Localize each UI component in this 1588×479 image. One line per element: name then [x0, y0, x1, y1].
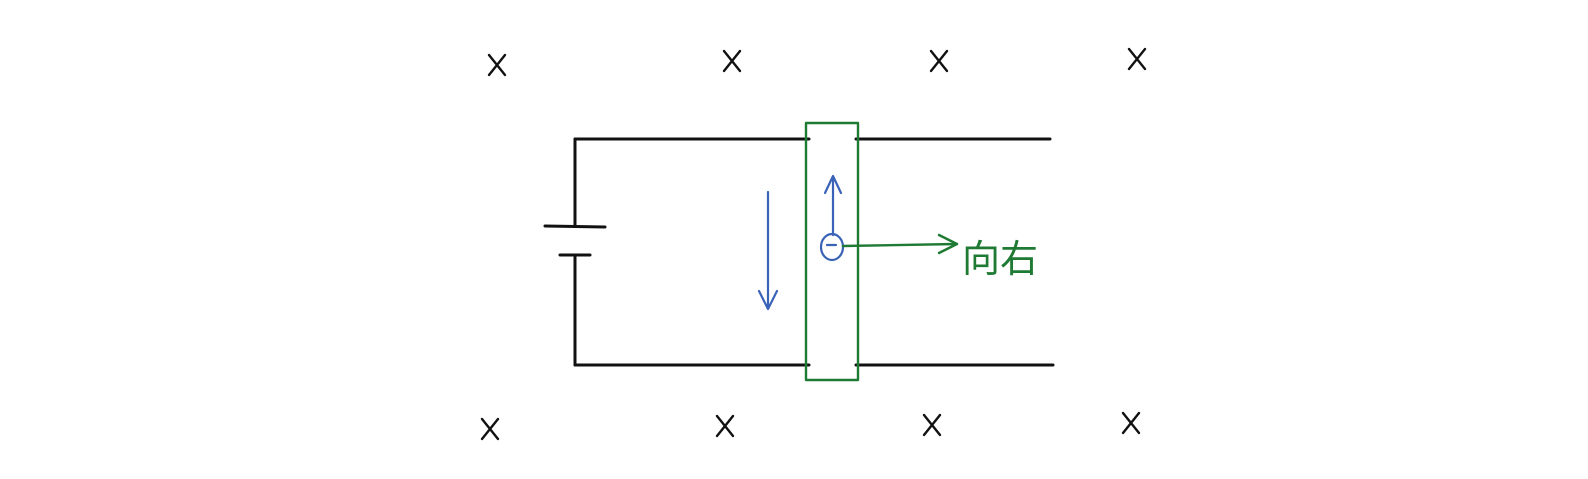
current-arrow-down — [757, 190, 779, 311]
field-mark-top-3 — [929, 49, 949, 73]
field-mark-top-1 — [487, 53, 507, 77]
battery-icon — [543, 224, 607, 257]
negative-charge-icon — [819, 232, 845, 262]
force-arrow-right — [841, 233, 959, 255]
electron-velocity-arrow-up — [823, 174, 843, 237]
conducting-rod — [804, 121, 860, 382]
field-mark-bottom-4 — [1121, 411, 1141, 435]
force-direction-label: 向右 — [962, 237, 1038, 281]
field-mark-bottom-3 — [922, 413, 942, 437]
field-mark-bottom-2 — [715, 414, 735, 438]
field-mark-top-4 — [1127, 47, 1147, 71]
field-mark-bottom-1 — [480, 417, 500, 441]
battery-long-plate — [543, 224, 607, 229]
field-mark-top-2 — [722, 49, 742, 73]
